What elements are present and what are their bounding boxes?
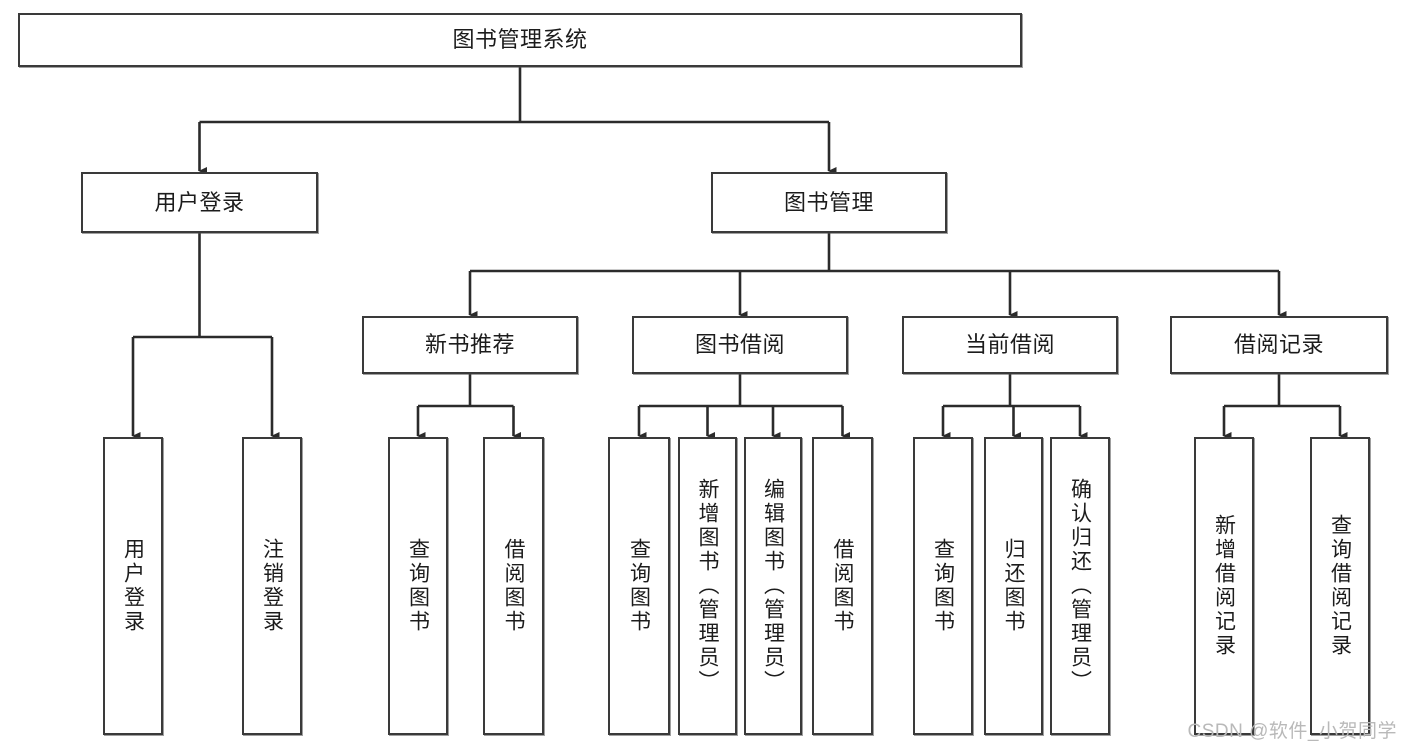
- leaf-query-borrow-record-label: 查询借阅记录: [1328, 514, 1352, 658]
- node-book-borrow-label: 图书借阅: [694, 332, 785, 358]
- csdn-watermark: CSDN @软件_小贺同学: [1187, 721, 1397, 742]
- node-new-book-recommend[interactable]: 新书推荐: [362, 316, 578, 374]
- leaf-logout[interactable]: 注销登录: [242, 437, 302, 735]
- node-book-manage-label: 图书管理: [783, 189, 874, 215]
- leaf-logout-label: 注销登录: [260, 538, 284, 634]
- leaf-add-book[interactable]: 新增图书（管理员）: [678, 437, 737, 735]
- node-borrow-record-label: 借阅记录: [1233, 332, 1324, 358]
- leaf-query-book-3-label: 查询图书: [931, 538, 955, 634]
- leaf-user-login-label: 用户登录: [121, 538, 145, 634]
- node-root[interactable]: 图书管理系统: [18, 13, 1022, 67]
- node-new-book-recommend-label: 新书推荐: [424, 332, 515, 358]
- node-user-login-label: 用户登录: [154, 189, 245, 215]
- node-current-borrow-label: 当前借阅: [964, 332, 1055, 358]
- leaf-borrow-book-2-label: 借阅图书: [831, 538, 854, 634]
- leaf-add-borrow-record-label: 新增借阅记录: [1212, 514, 1236, 658]
- node-book-manage[interactable]: 图书管理: [711, 172, 947, 233]
- leaf-edit-book-label: 编辑图书（管理员）: [761, 478, 785, 694]
- leaf-query-book-2-label: 查询图书: [627, 538, 651, 634]
- node-user-login[interactable]: 用户登录: [81, 172, 318, 233]
- leaf-return-book-label: 归还图书: [1002, 538, 1025, 634]
- node-root-label: 图书管理系统: [452, 27, 588, 53]
- leaf-add-borrow-record[interactable]: 新增借阅记录: [1194, 437, 1254, 735]
- leaf-return-book[interactable]: 归还图书: [984, 437, 1043, 735]
- leaf-borrow-book-1-label: 借阅图书: [502, 538, 525, 634]
- leaf-borrow-book-1[interactable]: 借阅图书: [483, 437, 544, 735]
- leaf-user-login[interactable]: 用户登录: [103, 437, 163, 735]
- leaf-query-book-1[interactable]: 查询图书: [388, 437, 448, 735]
- leaf-query-book-1-label: 查询图书: [406, 538, 430, 634]
- leaf-query-borrow-record[interactable]: 查询借阅记录: [1310, 437, 1370, 735]
- leaf-borrow-book-2[interactable]: 借阅图书: [812, 437, 873, 735]
- leaf-add-book-label: 新增图书（管理员）: [696, 478, 719, 694]
- edges-group: [131, 67, 1348, 440]
- node-current-borrow[interactable]: 当前借阅: [902, 316, 1118, 374]
- node-book-borrow[interactable]: 图书借阅: [632, 316, 848, 374]
- leaf-confirm-return-label: 确认归还（管理员）: [1068, 478, 1092, 694]
- leaf-query-book-2[interactable]: 查询图书: [608, 437, 670, 735]
- leaf-query-book-3[interactable]: 查询图书: [913, 437, 973, 735]
- leaf-confirm-return[interactable]: 确认归还（管理员）: [1050, 437, 1110, 735]
- leaf-edit-book[interactable]: 编辑图书（管理员）: [744, 437, 802, 735]
- node-borrow-record[interactable]: 借阅记录: [1170, 316, 1388, 374]
